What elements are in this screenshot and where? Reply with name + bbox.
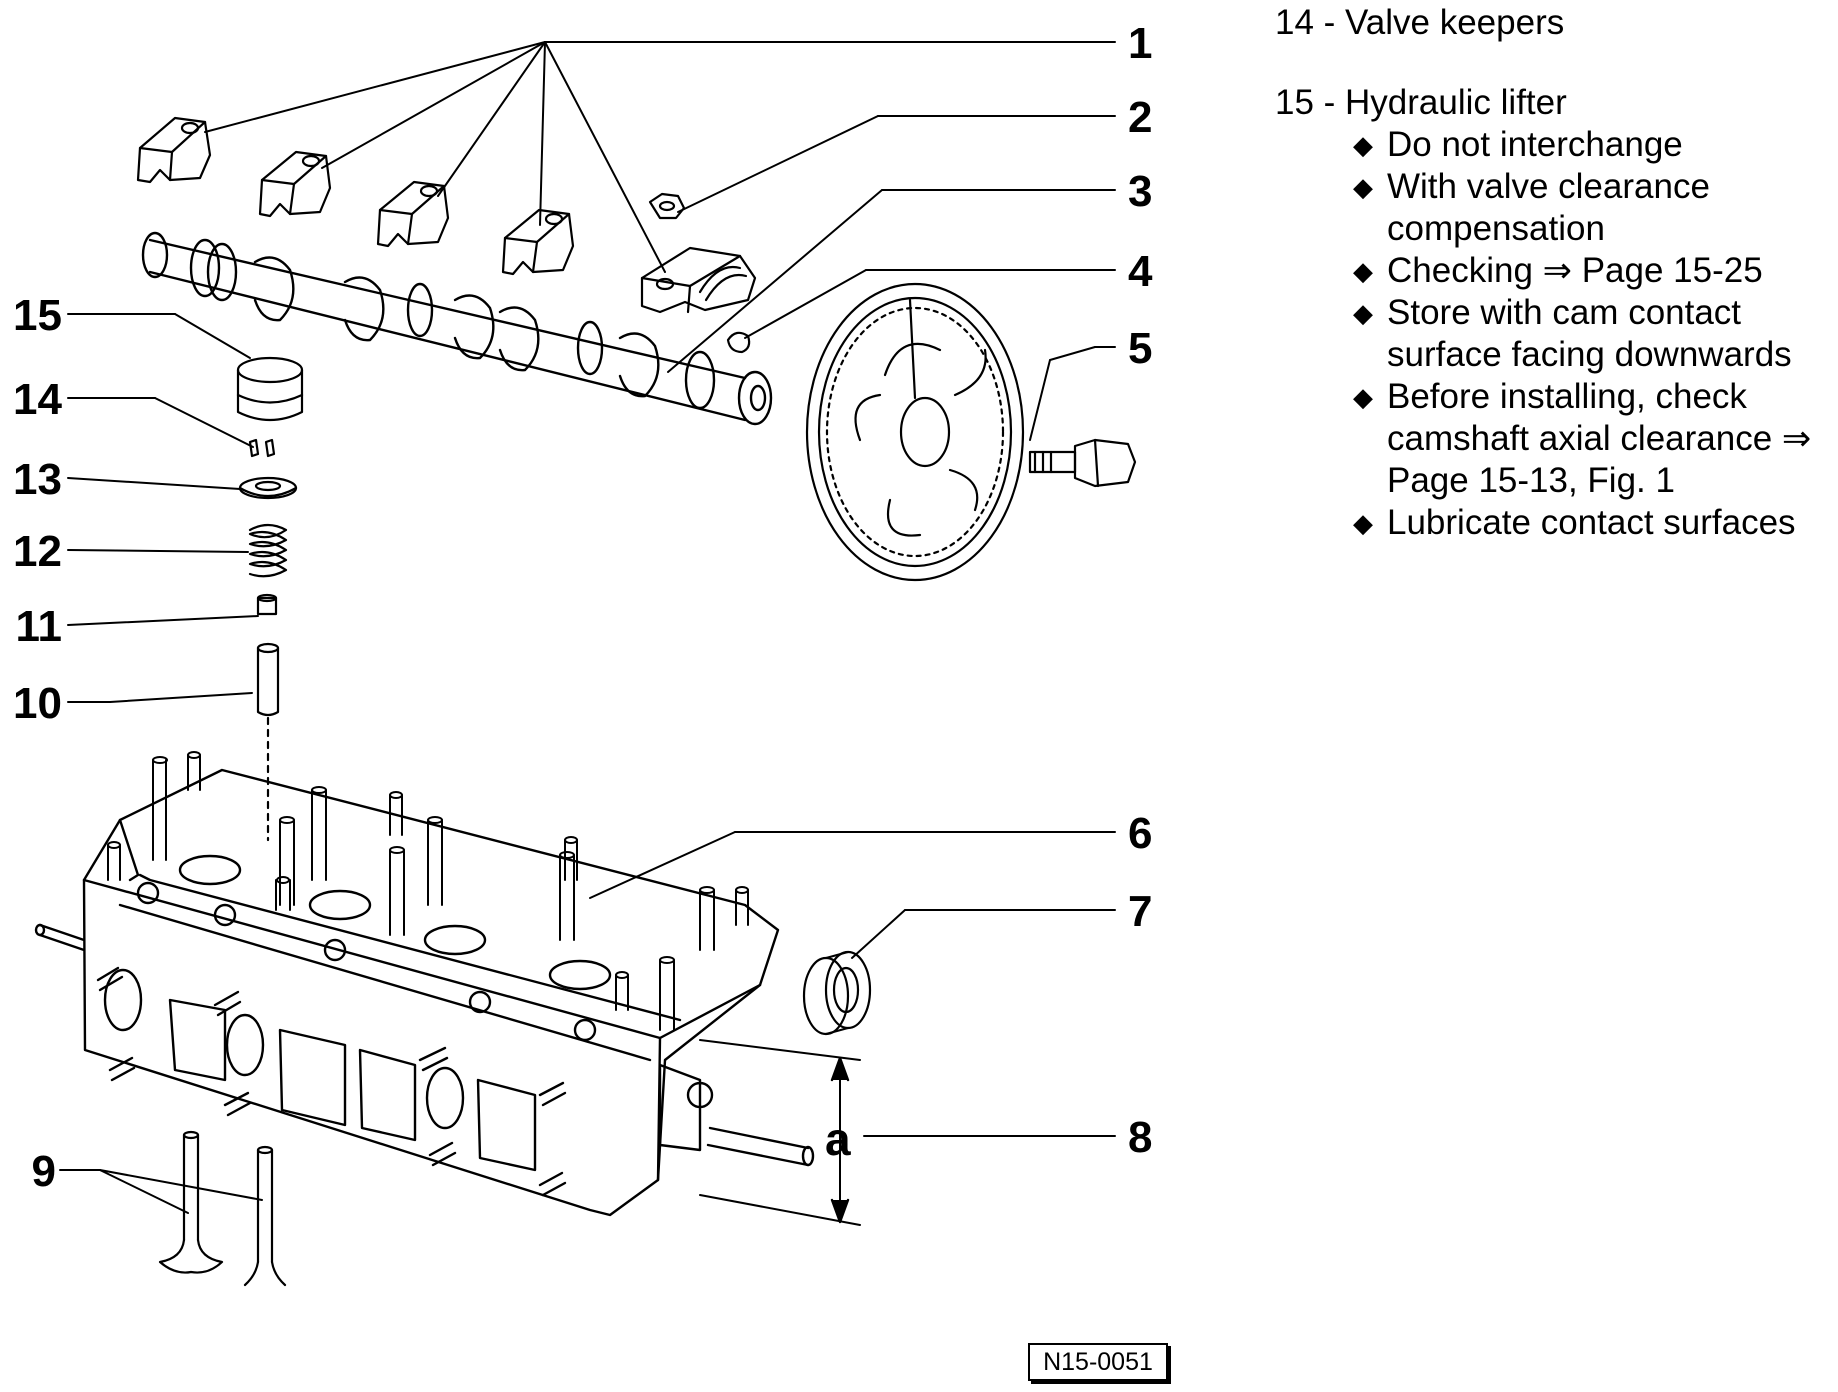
- legend-bullet: ◆Before installing, check camshaft axial…: [1353, 377, 1812, 500]
- bearing-cap-1: [136, 116, 212, 184]
- diamond-bullet-icon: ◆: [1353, 298, 1373, 328]
- bearing-caps: [136, 116, 757, 314]
- callout-5: 5: [1128, 324, 1153, 373]
- legend-bullet: ◆Checking ⇒ Page 15-25: [1353, 251, 1763, 290]
- leader-lines: [59, 41, 1116, 1214]
- callout-15: 15: [13, 291, 62, 340]
- valve-guide: [256, 642, 280, 717]
- valves: [158, 1130, 287, 1287]
- dimension-label: a: [825, 1113, 851, 1165]
- callout-3: 3: [1128, 167, 1153, 216]
- spring-retainer: [238, 476, 298, 500]
- sprocket-bolt: [1028, 438, 1137, 488]
- cylinder-head: [34, 751, 861, 1226]
- valve-train-parts: [236, 356, 304, 842]
- figure-reference-box: N15-0051: [1028, 1343, 1168, 1381]
- valve-keepers: [248, 438, 276, 458]
- legend: 14 - Valve keepers 15 - Hydraulic lifter…: [1275, 2, 1835, 582]
- callout-8: 8: [1128, 1113, 1153, 1162]
- diamond-bullet-icon: ◆: [1353, 256, 1373, 286]
- diamond-bullet-icon: ◆: [1353, 130, 1373, 160]
- bearing-cap-2: [258, 150, 332, 218]
- callout-11: 11: [15, 602, 62, 651]
- callout-13: 13: [13, 455, 62, 504]
- diamond-bullet-icon: ◆: [1353, 172, 1373, 202]
- hydraulic-lifter: [236, 356, 304, 422]
- legend-entry-heading: 15 - Hydraulic lifter: [1275, 83, 1567, 122]
- legend-bullet: ◆Store with cam contact surface facing d…: [1353, 293, 1792, 374]
- camshaft: [141, 231, 773, 426]
- legend-bullet-list: ◆Do not interchange ◆With valve clearanc…: [1275, 124, 1835, 544]
- camshaft-oil-seal: [802, 950, 872, 1036]
- legend-entry-heading: 14 - Valve keepers: [1275, 3, 1565, 42]
- callout-10: 10: [13, 679, 62, 728]
- callout-6: 6: [1128, 809, 1153, 858]
- callout-1: 1: [1128, 19, 1153, 68]
- callout-12: 12: [13, 527, 62, 576]
- legend-bullet: ◆With valve clearance compensation: [1353, 167, 1710, 248]
- callout-2: 2: [1128, 93, 1153, 142]
- callout-9: 9: [31, 1147, 56, 1196]
- bearing-cap-4: [501, 208, 575, 276]
- callout-4: 4: [1128, 247, 1153, 296]
- diamond-bullet-icon: ◆: [1353, 508, 1373, 538]
- valve-spring: [248, 523, 288, 578]
- woodruff-key: [726, 331, 751, 354]
- bearing-cap-5: [640, 246, 757, 314]
- legend-entry: 14 - Valve keepers: [1275, 2, 1835, 44]
- legend-bullet: ◆Lubricate contact surfaces: [1353, 503, 1796, 542]
- diamond-bullet-icon: ◆: [1353, 382, 1373, 412]
- legend-entry: 15 - Hydraulic lifter ◆Do not interchang…: [1275, 82, 1835, 544]
- camshaft-sprocket: [805, 282, 1025, 582]
- valve-stem-seal: [256, 593, 278, 616]
- bearing-cap-3: [376, 180, 450, 248]
- nut: [648, 192, 686, 220]
- legend-bullet: ◆Do not interchange: [1353, 125, 1683, 164]
- callout-14: 14: [13, 375, 62, 424]
- callout-7: 7: [1128, 887, 1153, 936]
